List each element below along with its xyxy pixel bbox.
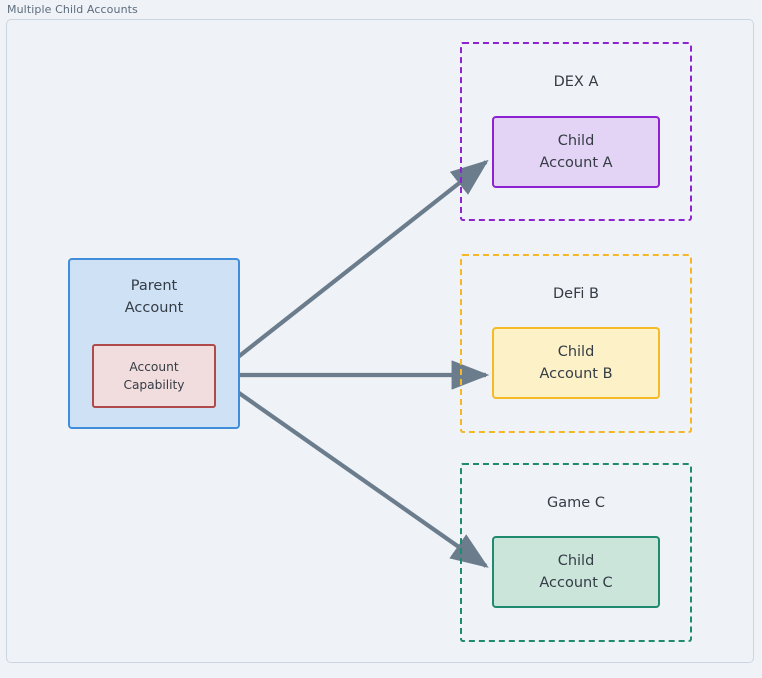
group-defi-b-label: DeFi B <box>553 286 599 302</box>
edge-capability-to-child-c <box>217 377 489 568</box>
parent-account-label-line2: Account <box>124 300 184 316</box>
group-game-c-label: Game C <box>547 495 605 511</box>
account-capability-node[interactable]: Account Capability <box>92 344 216 408</box>
diagram-title: Multiple Child Accounts <box>7 3 138 16</box>
account-capability-label-line1: Account <box>129 360 179 374</box>
edge-capability-to-child-a <box>217 159 489 374</box>
child-account-a-label-line1: Child <box>557 133 595 149</box>
child-account-c-node[interactable]: Child Account C <box>492 536 660 608</box>
group-dex-a-label: DEX A <box>553 74 599 90</box>
child-account-b-label-line2: Account B <box>539 366 613 382</box>
child-account-b-label-line1: Child <box>557 344 595 360</box>
account-capability-label-line2: Capability <box>123 378 185 392</box>
child-account-b-node[interactable]: Child Account B <box>492 327 660 399</box>
group-dex-a[interactable]: DEX A <box>460 42 692 221</box>
child-account-a-node[interactable]: Child Account A <box>492 116 660 188</box>
child-account-a-label-line2: Account A <box>539 155 613 171</box>
group-defi-b[interactable]: DeFi B <box>460 254 692 433</box>
child-account-c-label-line2: Account C <box>539 575 613 591</box>
group-game-c[interactable]: Game C <box>460 463 692 642</box>
child-account-c-label-line1: Child <box>557 553 595 569</box>
parent-account-label-line1: Parent <box>130 278 178 294</box>
